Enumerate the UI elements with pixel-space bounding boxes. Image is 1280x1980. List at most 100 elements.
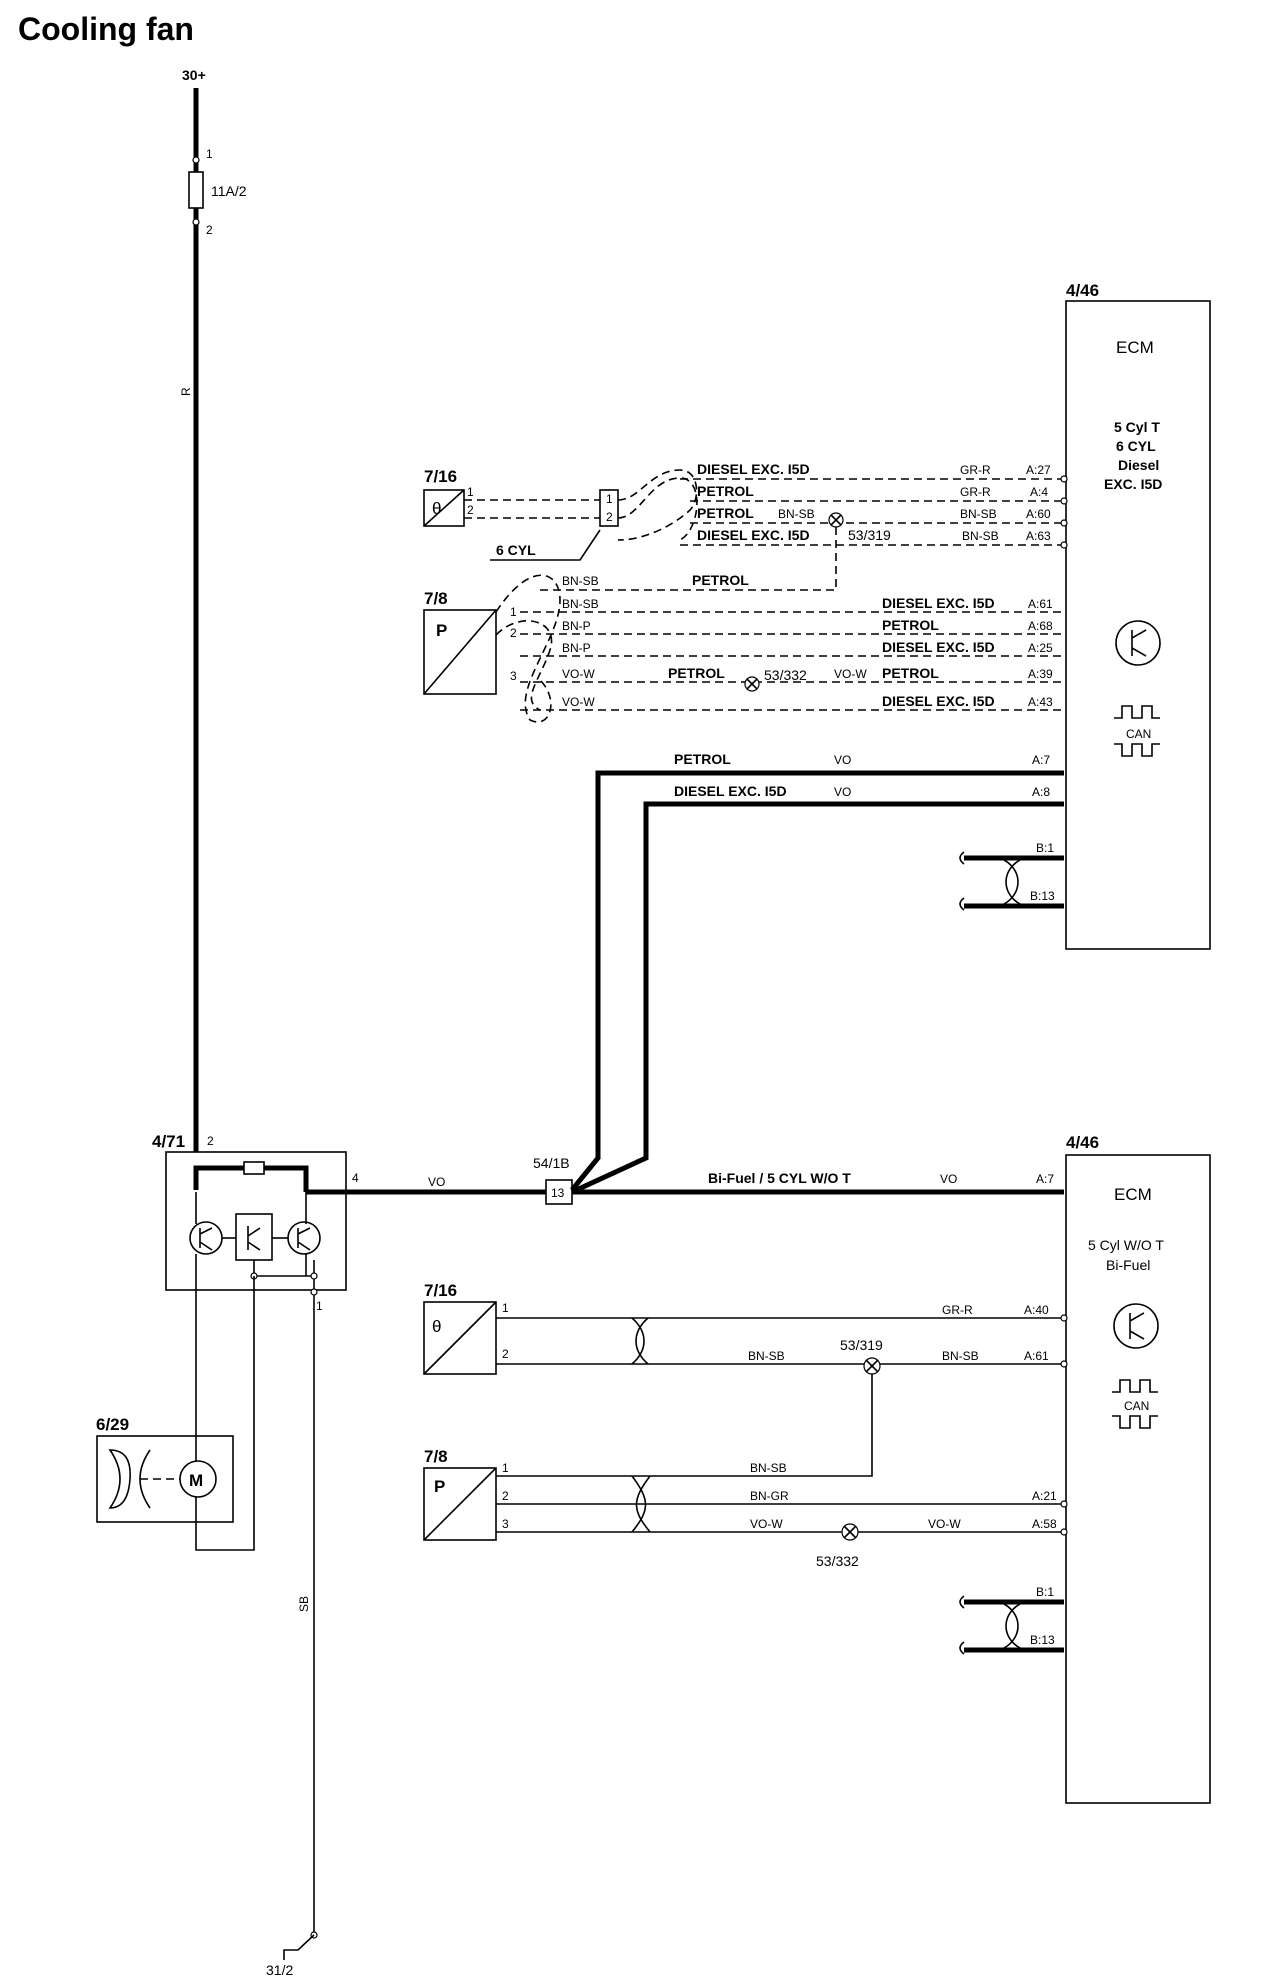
fan-ctrl-bifuel-color: VO	[940, 1172, 957, 1186]
svg-text:A:4: A:4	[1030, 485, 1048, 499]
fan-ctrl-bifuel-pin: A:7	[1036, 1172, 1054, 1186]
ecm-top: 4/46 ECM 5 Cyl T 6 CYL Diesel EXC. I5D C…	[1065, 281, 1211, 950]
relay-id: 4/71	[152, 1132, 185, 1151]
transistor-icon	[1113, 1303, 1159, 1349]
ecm-bottom-can: CAN	[1124, 1399, 1149, 1413]
pressure-sensor-bottom-id: 7/8	[424, 1447, 448, 1466]
ecm-top-variant-4: EXC. I5D	[1104, 476, 1162, 492]
pressure-wires-top: BN-SB PETROL BN-SB DIESEL EXC. I5D A:61 …	[520, 572, 1064, 711]
temp-sensor-bottom: 7/16 θ 1 2 GR-R A:40 BN-SB BN-SB A:61 53…	[423, 1281, 1068, 1477]
svg-text:B:13: B:13	[1030, 1633, 1055, 1647]
svg-text:A:27: A:27	[1026, 463, 1051, 477]
svg-text:GR-R: GR-R	[960, 463, 991, 477]
pressure-sensor-bottom-symbol: P	[434, 1477, 445, 1496]
svg-text:A:39: A:39	[1028, 667, 1053, 681]
svg-text:VO-W: VO-W	[750, 1517, 783, 1531]
pressure-sensor-top: 7/8 P 1 2 3	[423, 574, 561, 723]
svg-text:B:13: B:13	[1030, 889, 1055, 903]
fan-ctrl-petrol-color: VO	[834, 753, 851, 767]
svg-text:2: 2	[606, 510, 613, 524]
fuse-pin-top: 1	[206, 147, 213, 161]
svg-text:BN-P: BN-P	[562, 619, 591, 633]
svg-text:GR-R: GR-R	[960, 485, 991, 499]
temp-sensor-bottom-id: 7/16	[424, 1281, 457, 1300]
transistor-icon	[189, 1221, 223, 1255]
svg-text:BN-SB: BN-SB	[778, 507, 815, 521]
svg-text:A:61: A:61	[1028, 597, 1053, 611]
can-signal-icon	[1112, 1379, 1158, 1393]
svg-text:BN-SB: BN-SB	[562, 597, 599, 611]
relay-output-color: VO	[428, 1175, 445, 1189]
svg-text:DIESEL EXC. I5D: DIESEL EXC. I5D	[882, 595, 995, 611]
splice-box[interactable]	[545, 1179, 573, 1205]
temp-note: 6 CYL	[496, 542, 536, 558]
svg-text:PETROL: PETROL	[692, 572, 749, 588]
supply-wire-color: R	[179, 387, 193, 396]
temp-sensor-top-id: 7/16	[424, 467, 457, 486]
temp-sensor-top: 7/16 θ 1 2 1 2 6 CYL	[423, 467, 698, 561]
can-pins-bottom: B:1 B:13	[959, 1585, 1064, 1655]
svg-text:BN-P: BN-P	[562, 641, 591, 655]
splice-id: 54/1B	[533, 1155, 570, 1171]
ecm-top-title: ECM	[1116, 338, 1154, 357]
supply-label: 30+	[182, 67, 206, 83]
ecm-bottom-id: 4/46	[1066, 1133, 1099, 1152]
svg-text:DIESEL EXC. I5D: DIESEL EXC. I5D	[697, 527, 810, 543]
svg-text:A:40: A:40	[1024, 1303, 1049, 1317]
ecm-top-variant-3: Diesel	[1118, 457, 1159, 473]
svg-text:DIESEL EXC. I5D: DIESEL EXC. I5D	[882, 693, 995, 709]
svg-text:BN-SB: BN-SB	[750, 1461, 787, 1475]
svg-text:BN-SB: BN-SB	[962, 529, 999, 543]
svg-text:BN-GR: BN-GR	[750, 1489, 789, 1503]
svg-text:DIESEL EXC. I5D: DIESEL EXC. I5D	[882, 639, 995, 655]
ground-label: 31/2	[266, 1962, 293, 1978]
supply-circuit: 30+ 1 2 11A/2 R	[179, 67, 247, 1190]
fan-ctrl-petrol-wire[interactable]	[570, 770, 1064, 1192]
svg-text:1: 1	[606, 492, 613, 506]
relay-resistor	[243, 1161, 265, 1175]
temp-sensor-top-symbol: θ	[432, 499, 441, 518]
ground-wire-color: SB	[297, 1596, 311, 1612]
can-pins-top: B:1 B:13	[959, 841, 1064, 911]
fan-ctrl-diesel-pin: A:8	[1032, 785, 1050, 799]
transistor-icon	[1115, 620, 1161, 666]
pressure-sensor-bottom: 7/8 P 1 2 3 BN-SB BN-GR A:21 VO-W 53/332…	[423, 1447, 1068, 1569]
fan-ctrl-diesel-cond: DIESEL EXC. I5D	[674, 783, 787, 799]
relay-pin-out: 4	[352, 1171, 359, 1185]
svg-text:A:60: A:60	[1026, 507, 1051, 521]
pressure-sensor-top-id: 7/8	[424, 589, 448, 608]
relay-coil	[235, 1213, 273, 1261]
svg-text:VO-W: VO-W	[834, 667, 867, 681]
ecm-bottom-variant-1: 5 Cyl W/O T	[1088, 1237, 1164, 1253]
ecm-top-can: CAN	[1126, 727, 1151, 741]
fan-motor: 6/29 M	[96, 1415, 234, 1523]
svg-text:PETROL: PETROL	[697, 483, 754, 499]
svg-text:GR-R: GR-R	[942, 1303, 973, 1317]
svg-text:2: 2	[467, 503, 474, 517]
svg-text:VO-W: VO-W	[562, 667, 595, 681]
svg-text:53/332: 53/332	[764, 667, 807, 683]
fan-ctrl-diesel-wire[interactable]	[570, 801, 1064, 1195]
fan-ctrl-diesel-color: VO	[834, 785, 851, 799]
svg-text:PETROL: PETROL	[668, 665, 725, 681]
svg-text:BN-SB: BN-SB	[748, 1349, 785, 1363]
svg-text:A:61: A:61	[1024, 1349, 1049, 1363]
fan-motor-leads[interactable]	[195, 1254, 255, 1551]
motor-icon	[179, 1460, 217, 1498]
can-signal-icon	[1114, 705, 1160, 719]
ecm-bottom: 4/46 ECM 5 Cyl W/O T Bi-Fuel CAN	[1065, 1133, 1211, 1804]
svg-text:PETROL: PETROL	[882, 617, 939, 633]
svg-text:A:43: A:43	[1028, 695, 1053, 709]
svg-text:2: 2	[502, 1489, 509, 1503]
motor-symbol: M	[189, 1471, 203, 1490]
fuse-label: 11A/2	[211, 183, 247, 199]
svg-text:3: 3	[510, 669, 517, 683]
ecm-top-variant-2: 6 CYL	[1116, 438, 1156, 454]
svg-text:A:68: A:68	[1028, 619, 1053, 633]
svg-text:VO-W: VO-W	[562, 695, 595, 709]
temp-sensor-bottom-symbol: θ	[432, 1317, 441, 1336]
fan-ctrl-bifuel-cond: Bi-Fuel / 5 CYL W/O T	[708, 1170, 851, 1186]
fuse-symbol	[188, 171, 204, 209]
ecm-top-variant-1: 5 Cyl T	[1114, 419, 1160, 435]
